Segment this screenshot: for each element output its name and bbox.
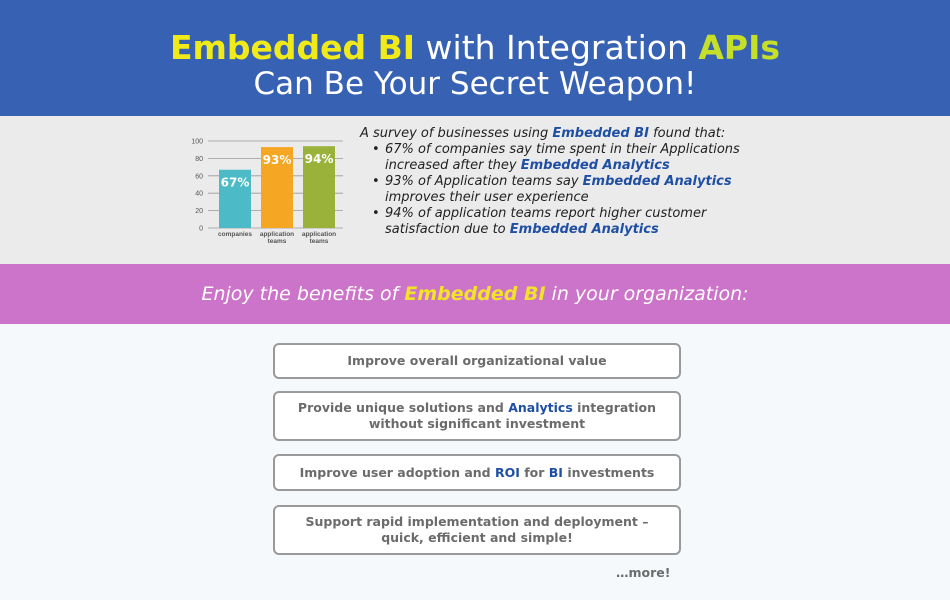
y-tick-label: 0: [199, 226, 203, 233]
survey-bullet: 67% of companies say time spent in their…: [372, 142, 780, 174]
survey-bullet-list: 67% of companies say time spent in their…: [360, 142, 780, 238]
x-tick-label: companies: [218, 231, 252, 238]
survey-text: A survey of businesses using Embedded BI…: [360, 126, 780, 238]
x-tick-label: teams: [268, 238, 287, 245]
chart-y-ticks: 0 20 40 60 80 100: [191, 139, 203, 233]
bar: [303, 146, 335, 228]
headline-line2: Can Be Your Secret Weapon!: [253, 66, 697, 102]
x-tick-label: application: [302, 231, 336, 238]
benefit-box: Improve user adoption and ROI for BI inv…: [273, 454, 681, 491]
benefit-box: Support rapid implementation and deploym…: [273, 505, 681, 555]
survey-intro: A survey of businesses using Embedded BI…: [360, 126, 726, 141]
bar-data-label: 93%: [263, 153, 292, 167]
x-tick-label: application: [260, 231, 294, 238]
bar-data-label: 67%: [221, 176, 250, 190]
y-tick-label: 20: [195, 208, 203, 215]
headline-keyword-apis: APIs: [698, 28, 781, 67]
benefits-band: Enjoy the benefits of Embedded BI in you…: [0, 264, 950, 324]
y-tick-label: 40: [195, 191, 203, 198]
headline-keyword-embedded-bi: Embedded BI: [169, 28, 416, 67]
bar: [219, 169, 251, 228]
chart-bars: 67% 93% 94%: [219, 146, 335, 228]
y-tick-label: 80: [195, 156, 203, 163]
survey-bullet: 94% of application teams report higher c…: [372, 206, 780, 238]
bar-data-label: 94%: [305, 152, 334, 166]
x-tick-label: teams: [310, 238, 329, 245]
benefit-box: Improve overall organizational value: [273, 343, 681, 379]
survey-bullet: 93% of Application teams say Embedded An…: [372, 174, 780, 206]
more-link[interactable]: …more!: [616, 565, 671, 580]
bar: [261, 147, 293, 228]
y-tick-label: 60: [195, 173, 203, 180]
headline-text: with Integration: [415, 28, 699, 67]
headline-line1: Embedded BI with Integration APIs: [0, 28, 950, 67]
y-tick-label: 100: [191, 139, 203, 146]
benefit-box: Provide unique solutions and Analytics i…: [273, 391, 681, 441]
header-banner: Embedded BI with Integration APIs Can Be…: [0, 0, 950, 116]
survey-bar-chart: 0 20 40 60 80 100 67% 93% 94% companies applicat…: [191, 139, 343, 245]
